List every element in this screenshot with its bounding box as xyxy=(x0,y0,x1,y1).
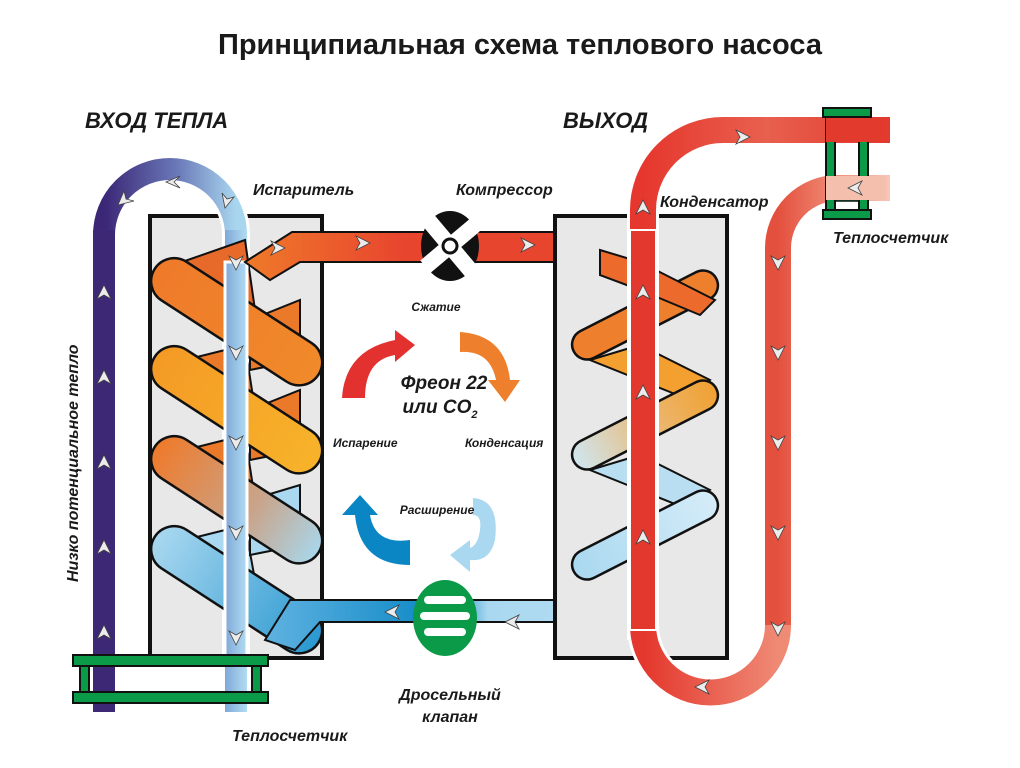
evaporator-label: Испаритель xyxy=(253,182,354,199)
heating-circuit xyxy=(627,114,890,709)
hot-water-out-pipe xyxy=(630,117,890,640)
heat-output-label: ВЫХОД xyxy=(563,108,648,133)
flow-arrows xyxy=(96,129,864,695)
heat-meter-bottom-label: Теплосчетчик xyxy=(232,728,348,745)
evaporation-arrow xyxy=(342,330,415,398)
heating-u-turn xyxy=(630,624,791,706)
refrigerant-subscript: 2 xyxy=(470,409,477,421)
refrigerant-label-1: Фреон 22 xyxy=(401,373,488,394)
compressor-label: Компрессор xyxy=(456,182,553,199)
refrigerant-prefix: или CO xyxy=(403,397,472,418)
expansion-label: Расширение xyxy=(400,503,475,517)
ground-loop-supply-pipe xyxy=(93,230,115,712)
heat-meter-top xyxy=(822,107,886,220)
evaporation-label: Испарение xyxy=(333,436,398,450)
ground-loop-return-pipe-front xyxy=(223,260,249,662)
heat-meter-bottom xyxy=(72,654,269,704)
refrigerant-label-2: или CO2 xyxy=(403,397,478,421)
throttle-return-arrow xyxy=(450,498,496,572)
cycle-arrows xyxy=(342,330,520,572)
compression-label: Сжатие xyxy=(411,300,460,314)
expansion-arrow xyxy=(342,495,410,565)
heat-meter-top-label: Теплосчетчик xyxy=(833,230,949,247)
throttle-valve-label-2: клапан xyxy=(422,709,478,726)
condenser-label: Конденсатор xyxy=(660,194,769,211)
throttle-valve[interactable] xyxy=(413,580,477,656)
page-title: Принципиальная схема теплового насоса xyxy=(218,29,823,61)
condensation-label: Конденсация xyxy=(465,436,543,450)
heat-input-label: ВХОД ТЕПЛА xyxy=(85,108,228,133)
compressor[interactable] xyxy=(404,200,495,292)
low-potential-heat-label: Низко потенциальное тепло xyxy=(65,344,82,582)
throttle-valve-label-1: Дросельный xyxy=(397,687,501,704)
condensation-arrow xyxy=(460,332,520,402)
return-water-pipe xyxy=(765,175,890,625)
